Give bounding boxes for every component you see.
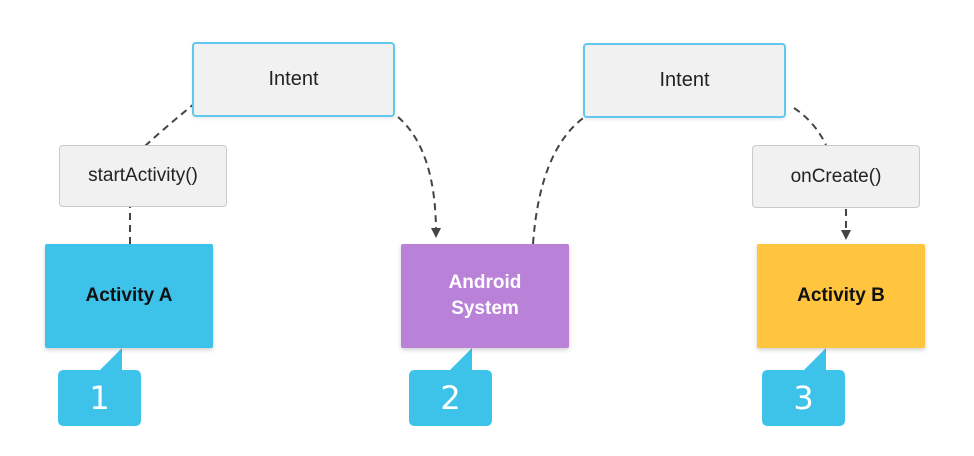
activity-b-label: Activity B [797, 285, 885, 306]
connector-intent-2-to-on-create [793, 107, 827, 146]
on-create-box: onCreate() [752, 145, 920, 208]
android-system-box: Android System [401, 244, 569, 348]
start-activity-box: startActivity() [59, 145, 227, 207]
step-badge-1 [58, 348, 141, 426]
android-system-label: Android System [448, 272, 522, 319]
step-badge-3 [762, 348, 845, 426]
intent-label-1: Intent [268, 68, 319, 90]
activity-a-label: Activity A [85, 285, 173, 306]
activity-a-box: Activity A [45, 244, 213, 348]
activity-b-box: Activity B [757, 244, 925, 348]
intent-box-2: Intent [583, 43, 786, 118]
connector-intent-1-to-android-system [397, 116, 441, 238]
step-badges [58, 348, 845, 426]
on-create-label: onCreate() [790, 165, 882, 187]
connector-android-system-to-intent-2 [532, 115, 587, 245]
intent-label-2: Intent [659, 69, 710, 91]
connector-start-activity-to-intent-1 [144, 103, 195, 147]
start-activity-label: startActivity() [88, 165, 198, 186]
step-badge-2 [409, 348, 492, 426]
intent-box-1: Intent [192, 42, 395, 117]
